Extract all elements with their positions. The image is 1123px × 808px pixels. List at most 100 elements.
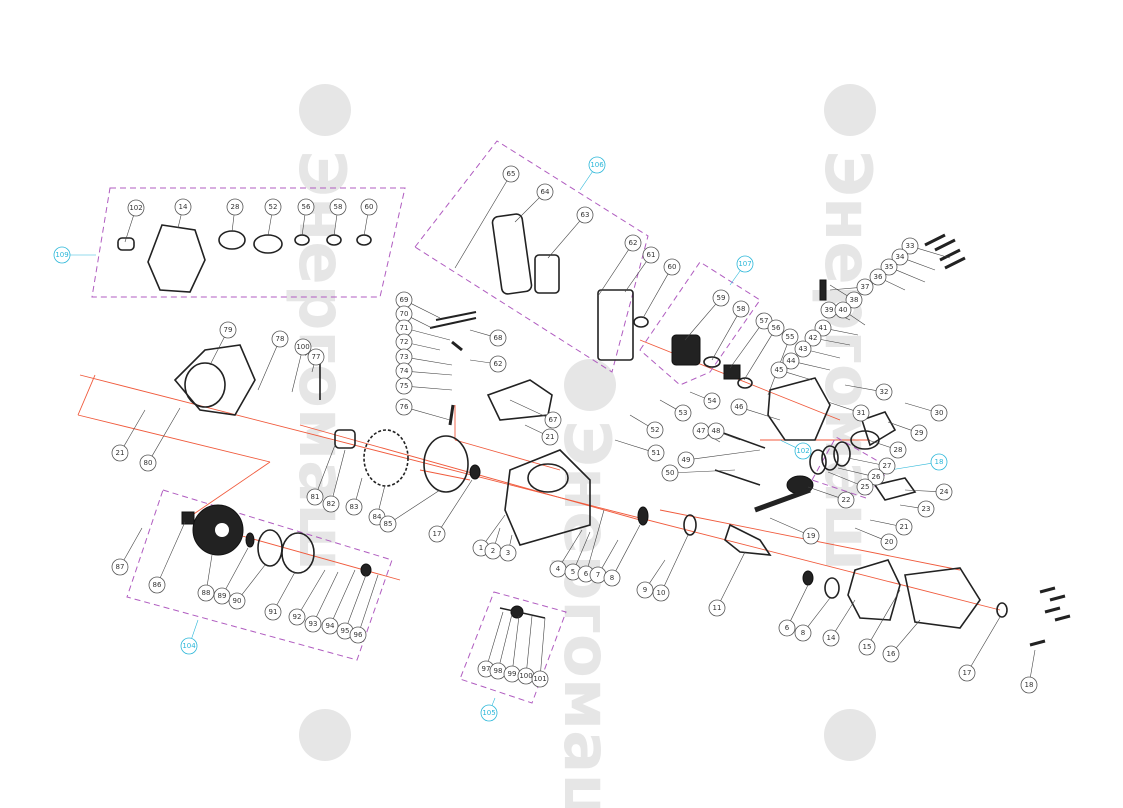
part-callout: 59	[684, 289, 730, 341]
part-callout: 87	[111, 527, 143, 576]
part-callout: 104	[180, 619, 199, 655]
leader-line	[629, 414, 649, 427]
callout-circle	[858, 638, 876, 656]
leader-line	[300, 569, 326, 611]
part-callout: 58	[329, 198, 347, 237]
leader-line	[896, 269, 926, 283]
leader-line	[411, 408, 451, 421]
leader-line	[835, 599, 856, 632]
callout-circle	[677, 451, 695, 469]
kit-group-outline	[414, 140, 649, 373]
callout-circle	[624, 234, 642, 252]
callout-number: 39	[825, 306, 834, 314]
leader-line	[151, 407, 181, 457]
leader-line	[316, 571, 339, 617]
callout-circle	[228, 592, 246, 610]
leader-line	[124, 215, 134, 243]
part-callout: 106	[579, 156, 606, 191]
callout-number: 85	[384, 520, 393, 528]
callout-number: 31	[857, 409, 866, 417]
callout-circle	[428, 525, 446, 543]
callout-number: 35	[885, 263, 894, 271]
callout-number: 83	[350, 503, 359, 511]
leader-line	[1030, 649, 1036, 678]
callout-circle	[875, 383, 893, 401]
callout-number: 45	[775, 366, 784, 374]
part-callout: 54	[689, 391, 721, 410]
kit-group-outline	[459, 591, 567, 704]
leader-line	[454, 180, 508, 269]
valve-cover-icon	[861, 411, 897, 447]
part-callout: 53	[659, 399, 692, 422]
callout-number: 93	[309, 620, 318, 628]
air-filter-base-icon	[597, 289, 634, 361]
callout-circle	[329, 198, 347, 216]
callout-circle	[536, 183, 554, 201]
leader-line	[394, 489, 441, 520]
callout-number: 74	[400, 367, 409, 375]
leader-line	[907, 259, 936, 271]
part-callout: 52	[264, 198, 282, 237]
part-callout: 80	[139, 407, 181, 472]
callout-circle	[174, 198, 192, 216]
leader-line	[561, 529, 583, 563]
part-callout: 49	[677, 449, 761, 469]
leader-line	[491, 697, 496, 706]
callout-number: 17	[963, 669, 972, 677]
callout-circle	[576, 206, 594, 224]
callout-circle	[321, 617, 339, 635]
callout-circle	[1020, 676, 1038, 694]
part-callout: 7	[589, 539, 619, 584]
callout-number: 9	[643, 586, 647, 594]
callout-number: 77	[312, 353, 321, 361]
callout-number: 67	[549, 416, 558, 424]
part-callout: 69	[395, 291, 441, 319]
part-callout: 43	[794, 340, 841, 359]
part-callout: 36	[869, 268, 906, 291]
leader-line	[579, 171, 593, 191]
callout-circle	[930, 453, 948, 471]
callout-number: 24	[940, 488, 949, 496]
callout-circle	[781, 328, 799, 346]
axis-line	[454, 439, 561, 471]
callout-number: 36	[874, 273, 883, 281]
leader-line	[241, 564, 266, 595]
part-callout: 101	[531, 617, 549, 688]
leader-line	[411, 317, 433, 329]
crankcase-cover-gasket-icon	[847, 559, 901, 621]
leader-line	[526, 615, 533, 669]
leader-line	[291, 354, 302, 393]
part-callout: 40	[834, 301, 866, 326]
callout-number: 87	[116, 563, 125, 571]
leader-line	[729, 270, 741, 286]
leader-line	[177, 214, 182, 229]
callout-circle	[867, 468, 885, 486]
head-bolt-icon	[944, 256, 966, 270]
callout-number: 51	[652, 449, 661, 457]
callout-number: 58	[737, 305, 746, 313]
leader-line	[587, 509, 605, 567]
leader-line	[614, 439, 649, 451]
part-callout: 9	[636, 559, 666, 599]
callout-number: 38	[850, 296, 859, 304]
leader-line	[495, 527, 501, 544]
bolt-icon	[1049, 594, 1066, 602]
part-callout: 96	[349, 574, 379, 644]
part-callout: 14	[822, 599, 856, 647]
axis-line	[77, 374, 96, 416]
part-callout: 102	[779, 439, 812, 460]
callout-circle	[802, 527, 820, 545]
leader-line	[540, 617, 546, 672]
callout-number: 21	[900, 523, 909, 531]
watermark-text: Энергомаш	[549, 420, 623, 808]
callout-number: 7	[596, 571, 600, 579]
leader-line	[786, 372, 813, 381]
callout-number: 100	[519, 672, 532, 680]
callout-number: 80	[144, 459, 153, 467]
valve-cover-gasket-icon	[850, 430, 880, 450]
callout-number: 28	[231, 203, 240, 211]
callout-number: 6	[584, 570, 589, 578]
leader-line	[206, 554, 213, 586]
part-callout: 78	[257, 330, 289, 391]
fan-cover-icon	[173, 344, 256, 416]
